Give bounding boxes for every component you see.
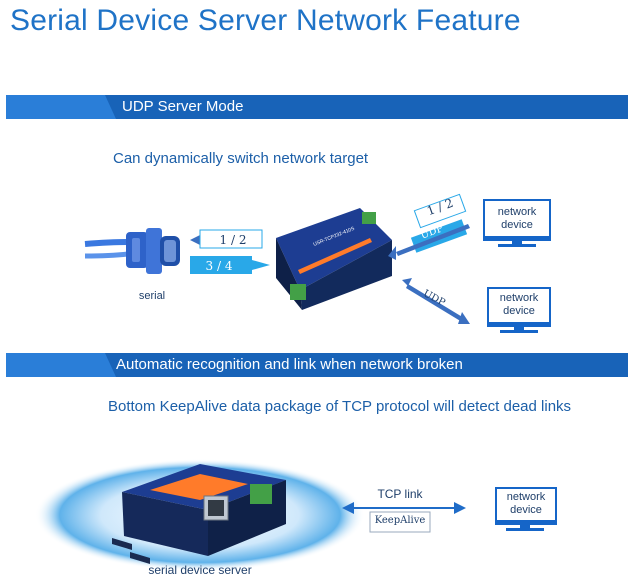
section-header-label: UDP Server Mode	[122, 98, 244, 115]
serial-connector-icon	[84, 228, 180, 274]
device-label: serial device server	[148, 563, 252, 577]
section-header-keepalive: Automatic recognition and link when netw…	[6, 353, 628, 377]
section-subtitle: Can dynamically switch network target	[113, 150, 369, 167]
monitor-bottom-label: network device	[499, 292, 539, 317]
tcp-link-label: TCP link	[377, 487, 423, 501]
monitor-top-label: network device	[497, 206, 537, 231]
monitor-label: network device	[506, 491, 546, 516]
left-arrow-bottom-label: 3 / 4	[205, 259, 233, 273]
serial-label: serial	[138, 290, 166, 302]
section-header-label: Automatic recognition and link when netw…	[116, 356, 463, 373]
device-icon-bottom	[112, 464, 286, 564]
udp-diagram: USR-TCP232-410S	[84, 193, 551, 333]
keepalive-box	[369, 511, 431, 533]
keepalive-diagram	[35, 459, 557, 571]
device-icon-top: USR-TCP232-410S	[276, 208, 392, 310]
keepalive-label: KeepAlive	[374, 515, 426, 526]
left-arrow-top-label: 1 / 2	[219, 233, 247, 247]
monitor-icon-bottom-section	[495, 487, 557, 531]
monitor-icon-bottom	[487, 287, 551, 333]
page-title: Serial Device Server Network Feature	[10, 4, 521, 37]
section-header-udp: UDP Server Mode	[6, 95, 628, 119]
right-arrows	[388, 193, 470, 324]
section-subtitle: Bottom KeepAlive data package of TCP pro…	[108, 398, 572, 415]
monitor-icon-top	[483, 199, 551, 247]
left-arrows	[190, 229, 270, 274]
tcp-double-arrow	[342, 502, 466, 514]
